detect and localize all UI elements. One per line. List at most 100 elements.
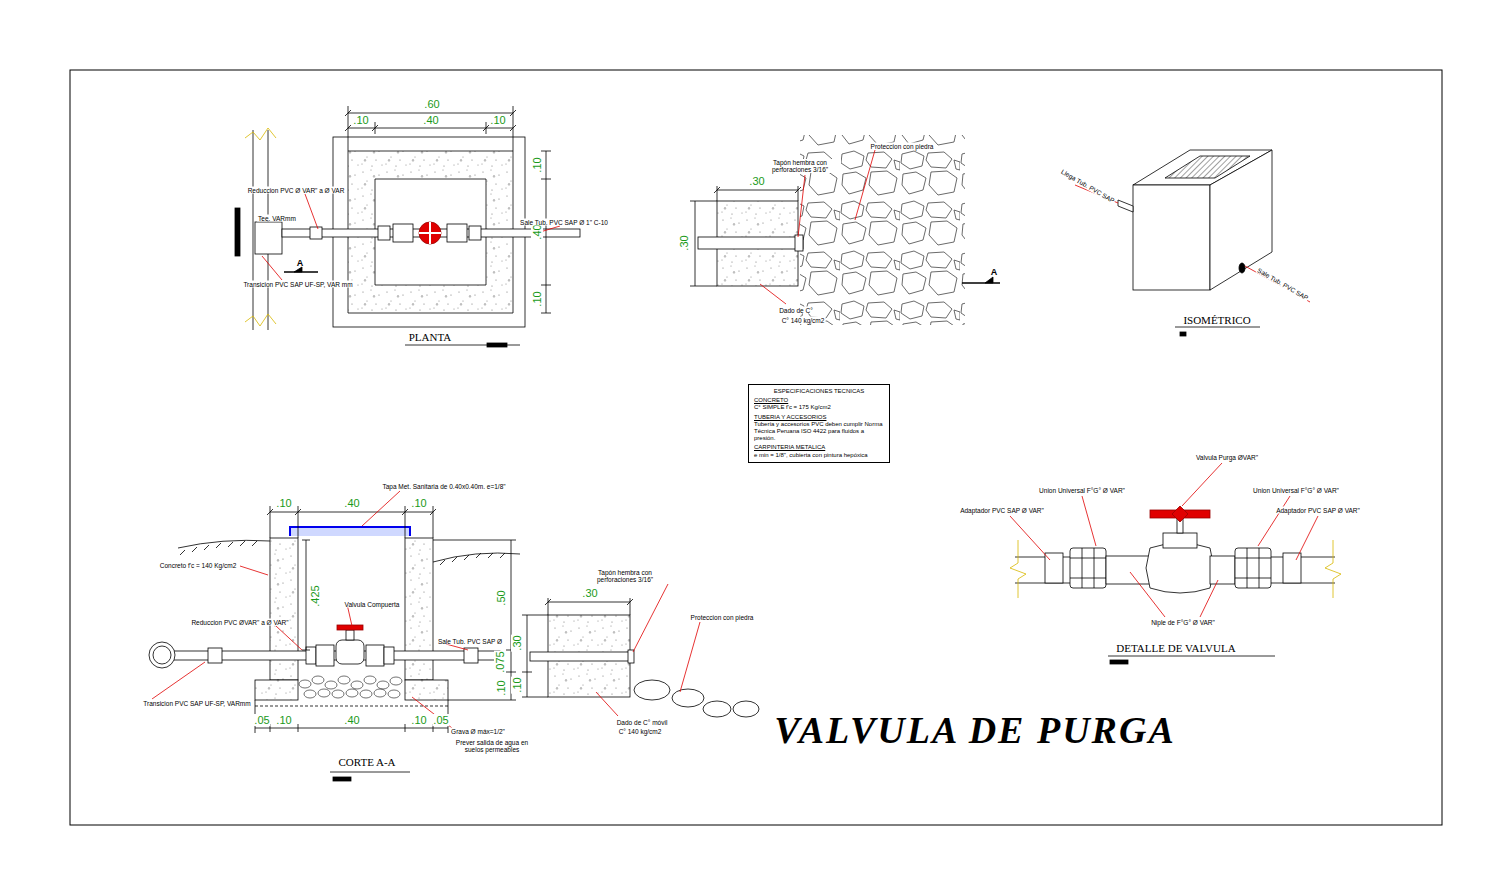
spec-subheading: CARPINTERIA METALICA [754,444,884,451]
drawing-part [312,676,324,684]
callout-note: Transicion PVC SAP UF-SP, VARmm [142,700,251,707]
drawing-part [1070,548,1106,588]
drawing-part [440,553,505,565]
drawing-part [1070,548,1106,588]
drawing-part [1106,556,1150,584]
drawing-part [446,644,468,650]
drawing-part [703,701,731,717]
dimension-label: .05 [253,714,270,726]
spec-box: ESPECIFICACIONES TECNICASCONCRETOC° SIMP… [748,384,890,463]
drawing-part [1133,185,1210,290]
drawing-part [305,194,318,229]
drawing-part [255,706,448,707]
drawing-part [714,187,801,193]
drawing-part [306,647,316,664]
drawing-part [388,690,400,698]
plan-view [235,106,580,347]
dimension-label: .40 [531,223,543,240]
drawing-part [1180,332,1186,336]
drawing-part [1082,496,1096,546]
dimension-label: .30 [678,234,690,251]
callout-note: Niple de F°G° Ø VAR" [1150,619,1216,626]
spec-text: e min = 1/8", cubierta con pintura hepóx… [754,452,884,459]
view-title: DETALLE DE VALVULA [1115,642,1236,654]
callout-note: Grava Ø máx=1/2" [450,728,506,735]
callout-note: Llega Tub. PVC SAP [1059,167,1116,204]
drawing-part [695,201,696,286]
drawing-part [270,506,433,538]
spec-text: Tubería y accesorios PVC deben cumplir N… [754,421,884,443]
drawing-part [240,566,268,575]
callout-note: Valvula Purga ØVAR" [1195,454,1259,461]
drawing-part [1235,548,1271,588]
outlet-detail [690,135,1000,325]
callout-note: Proteccion con piedra [870,143,935,150]
valve-detail [1010,463,1341,664]
callout-note: Tapón hembra con perforaciones 3/16" [584,569,666,583]
drawing-part [152,662,205,699]
drawing-part [429,222,431,244]
dimension-label: .10 [511,676,523,693]
drawing-part [255,728,448,729]
drawing-part [318,689,330,697]
drawing-part [798,175,805,237]
drawing-part [364,676,376,684]
drawing-part [1010,540,1026,598]
drawing-part [360,690,372,698]
drawing-part [390,677,402,685]
callout-note: Adaptador PVC SAP Ø VAR" [1275,507,1361,514]
drawing-part [717,190,798,191]
section-mark: A [296,258,305,268]
drawing-part [487,343,507,347]
drawing-part [522,615,548,697]
callout-note: Union Universal F°G° Ø VAR" [1252,487,1340,494]
drawing-part [1175,327,1260,328]
drawing-part [270,512,433,513]
callout-note: Tapa Met. Sanitaria de 0.40x0.40m. e=1/8… [381,483,506,490]
drawing-part [795,235,803,251]
drawing-part [393,224,413,242]
drawing-part [1182,463,1222,506]
drawing-part [235,208,240,256]
drawing-part [362,491,400,526]
drawing-part [255,700,448,733]
drawing-part [306,540,307,650]
dimension-label: .10 [531,156,543,173]
drawing-part [346,630,354,640]
drawing-part [798,186,799,201]
dimension-label: .30 [581,587,598,599]
drawing-part [733,701,759,717]
drawing-part [1258,496,1290,546]
callout-note: Dado de C° [778,307,814,314]
spec-subheading: TUBERIA Y ACCESORIOS [754,414,884,421]
drawing-part [1110,660,1128,664]
dimension-label: .10 [531,290,543,307]
drawing-part [1130,572,1165,617]
callout-note: Prever salida de agua en suelos permeabl… [451,739,533,753]
drawing-part [530,652,633,661]
drawing-part [338,676,350,684]
callout-note: Union Universal F°G° Ø VAR" [1038,487,1126,494]
dimension-label: .50 [495,589,507,606]
drawing-part [245,128,276,140]
dimension-label: .10 [410,714,427,726]
drawing-part [419,222,441,244]
dimension-label: .60 [423,98,440,110]
drawing-part [596,692,618,716]
section-mark: A [990,267,999,277]
drawing-part [345,110,516,131]
dimension-label: .40 [343,497,360,509]
spec-text: C° SIMPLE f'c = 175 Kg/cm2 [754,404,884,411]
drawing-part [985,277,993,283]
callout-note: Reduccion PVC ØVAR" a Ø VAR" [190,619,289,626]
drawing-part [698,237,803,249]
drawing-part [527,615,528,697]
dimension-label: .30 [511,634,523,651]
drawing-part [255,222,282,254]
drawing-part [149,642,175,668]
drawing-part [351,681,363,689]
dimension-label: .425 [309,584,321,607]
drawing-part [337,625,363,630]
spec-heading: ESPECIFICACIONES TECNICAS [754,388,884,395]
